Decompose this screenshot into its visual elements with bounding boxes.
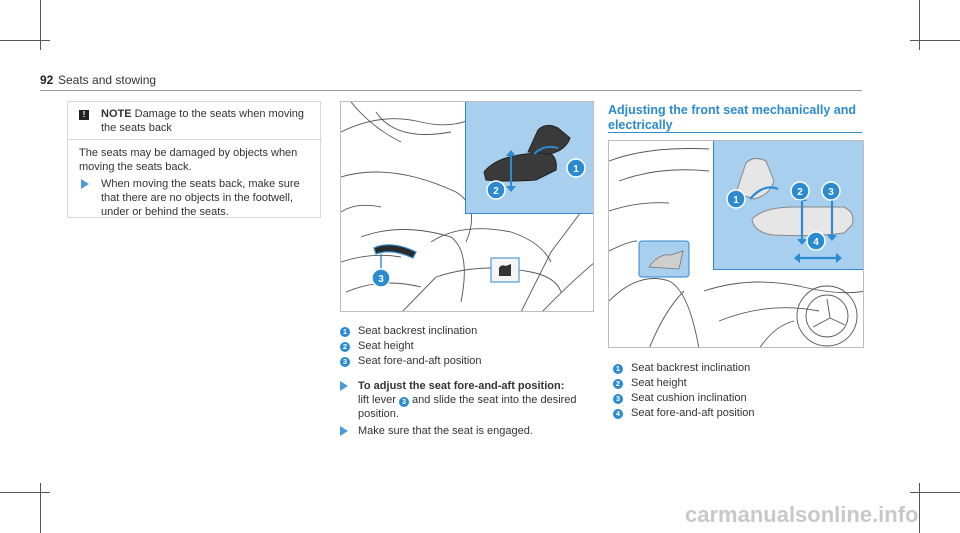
electric-seat-figure: 1 2 3 4: [608, 140, 864, 348]
crop-mark: [919, 0, 920, 50]
seat-switch-inset: 1 2 3 4: [713, 141, 863, 270]
legend-text: Seat fore-and-aft position: [358, 355, 482, 367]
callout-2-label: 2: [797, 187, 803, 198]
lever-detail: [373, 244, 417, 272]
seat-icon-box: [490, 257, 520, 283]
legend-item: 2 Seat height: [613, 376, 863, 391]
door-panel-switch: [638, 240, 690, 278]
figure-left-legend: 1 Seat backrest inclination 2 Seat heigh…: [340, 324, 594, 369]
callout-2: [790, 181, 810, 201]
crop-mark: [40, 483, 41, 533]
callout-2: [486, 180, 506, 200]
legend-item: 3 Seat cushion inclination: [613, 391, 863, 406]
legend-text: Seat height: [358, 340, 414, 352]
step-adjust-text: To adjust the seat fore-and-aft position…: [358, 379, 594, 421]
crop-mark: [919, 483, 920, 533]
legend-text: Seat height: [631, 377, 687, 389]
note-header: ! NOTE Damage to the seats when moving t…: [68, 102, 322, 140]
action-arrow-icon: [81, 179, 89, 189]
crop-mark: [0, 492, 50, 493]
cabin-illustration: [609, 148, 863, 347]
action-arrow-icon: [340, 426, 348, 436]
legend-number: 2: [340, 342, 350, 352]
note-action-text: When moving the seats back, make sure th…: [101, 178, 300, 218]
step-adjust-pre: lift lever: [358, 394, 396, 406]
crop-mark: [910, 40, 960, 41]
step-engage-text: Make sure that the seat is engaged.: [358, 425, 533, 437]
watermark: carmanualsonline.info: [685, 502, 919, 527]
step-adjust-heading: To adjust the seat fore-and-aft position…: [358, 380, 565, 392]
note-body: The seats may be damaged by objects when…: [79, 147, 298, 173]
legend-item: 3 Seat fore-and-aft position: [340, 354, 594, 369]
note-title: NOTE Damage to the seats when moving the…: [101, 107, 316, 135]
note-label: NOTE: [101, 108, 132, 120]
crop-mark: [40, 0, 41, 50]
callout-1: [566, 158, 586, 178]
legend-number: 3: [613, 394, 623, 404]
legend-number: 1: [340, 327, 350, 337]
page-number: 92: [40, 73, 54, 87]
legend-number: 1: [613, 364, 623, 374]
seat-inset-panel: 1 2: [465, 102, 593, 214]
warning-icon: !: [79, 110, 89, 120]
legend-text: Seat backrest inclination: [631, 362, 751, 374]
legend-text: Seat fore-and-aft position: [631, 407, 755, 419]
seat-control-illustration: 1 2: [483, 124, 586, 200]
legend-text: Seat backrest inclination: [358, 325, 478, 337]
note-box: ! NOTE Damage to the seats when moving t…: [67, 101, 322, 218]
legend-number: 4: [613, 409, 623, 419]
legend-item: 1 Seat backrest inclination: [340, 324, 594, 339]
figure-right-legend: 1 Seat backrest inclination 2 Seat heigh…: [613, 361, 863, 421]
callout-3: [371, 268, 391, 288]
callout-1-label: 1: [733, 195, 739, 206]
note-title-text: Damage to the seats when moving the seat…: [101, 108, 304, 134]
callout-4-label: 4: [813, 237, 819, 248]
seat-lever-figure: 3 1 2: [340, 101, 594, 312]
section-title: Seats and stowing: [58, 73, 157, 87]
section-heading: Adjusting the front seat mechanically an…: [608, 103, 856, 132]
legend-item: 4 Seat fore-and-aft position: [613, 406, 863, 421]
callout-3-label: 3: [828, 187, 834, 198]
header-divider: [40, 90, 862, 91]
seat-lever-illustration: 3: [341, 102, 593, 311]
seat-switch-illustration: 1 2 3 4: [726, 157, 854, 263]
heading-divider: [608, 132, 862, 133]
legend-item: 1 Seat backrest inclination: [613, 361, 863, 376]
action-arrow-icon: [340, 381, 348, 391]
legend-text: Seat cushion inclination: [631, 392, 747, 404]
legend-number: 3: [340, 357, 350, 367]
crop-mark: [0, 40, 50, 41]
callout-1-label: 1: [573, 164, 579, 175]
callout-2-label: 2: [493, 186, 499, 197]
legend-item: 2 Seat height: [340, 339, 594, 354]
callout-3: [821, 181, 841, 201]
step-adjust-callout: 3: [398, 397, 409, 407]
crop-mark: [910, 492, 960, 493]
callout-4: [806, 231, 826, 251]
step-adjust-post: and slide the seat into the desired posi…: [358, 394, 577, 420]
callout-1: [726, 189, 746, 209]
legend-number: 2: [613, 379, 623, 389]
callout-3-label: 3: [378, 274, 384, 285]
